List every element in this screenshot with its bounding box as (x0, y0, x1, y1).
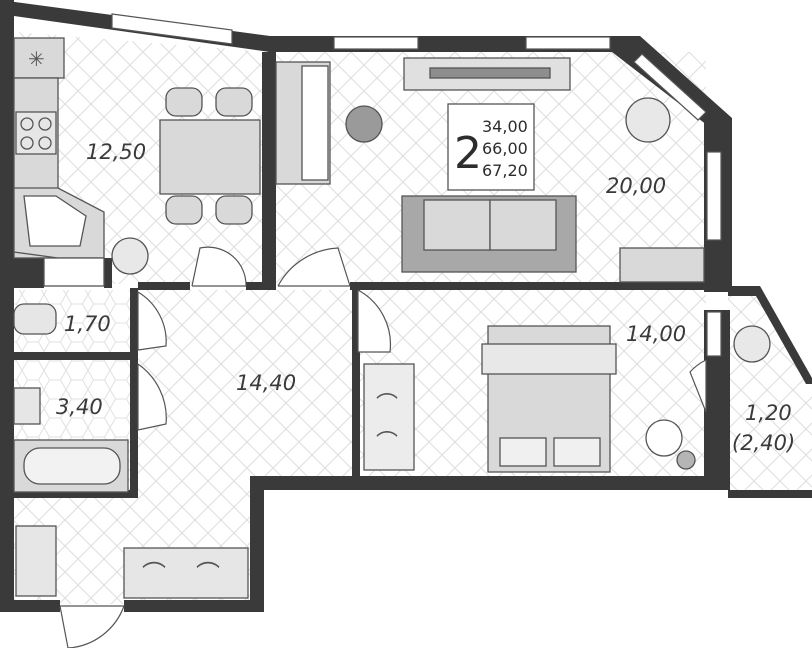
chair (215, 87, 253, 117)
plant-icon (111, 237, 149, 275)
entry-door (59, 605, 125, 648)
plant-icon (625, 97, 671, 143)
washbasin (13, 387, 41, 425)
area-labels: 12,50 20,00 1,70 3,40 14,40 14,00 1,20 (… (56, 140, 795, 455)
entry-wardrobe (123, 547, 249, 599)
living-room-furniture (275, 57, 705, 283)
wardrobe (363, 363, 415, 471)
rooms-count: 2 (454, 128, 482, 179)
windows (111, 13, 722, 357)
hanger-icon: ⌒ (196, 561, 220, 588)
tv (429, 67, 551, 79)
fridge (13, 37, 65, 79)
bedroom-area: 14,00 (626, 322, 686, 346)
bedroom-door (357, 289, 392, 353)
chair (165, 87, 203, 117)
toilet-door (137, 291, 167, 351)
bathroom-area: 3,40 (56, 395, 103, 419)
doors (59, 246, 707, 648)
living-window-side (706, 151, 722, 241)
bedroom-furniture: ⌒ ⌒ (363, 325, 696, 473)
kitchen-furniture: ✳ (13, 37, 261, 287)
balcony-furniture (733, 325, 771, 363)
living-door (277, 247, 351, 287)
chair (165, 195, 203, 225)
hob (15, 111, 57, 155)
pillow (499, 437, 547, 467)
balcony-area-full: (2,40) (732, 431, 795, 455)
sink-basin (23, 195, 87, 247)
kitchen-door (191, 246, 247, 287)
chair (215, 195, 253, 225)
apartment-badge (447, 103, 535, 191)
bathroom-door (137, 363, 167, 431)
plant-icon (733, 325, 771, 363)
living-room-area: 20,00 (606, 174, 666, 198)
toilet-area: 1,70 (64, 312, 111, 336)
balcony-area: 1,20 (745, 401, 792, 425)
burner-icon (38, 117, 52, 131)
toilet (13, 303, 57, 335)
bed-blanket (481, 343, 617, 375)
stool (345, 105, 383, 143)
balcony-door (689, 359, 707, 413)
living-window-left (333, 36, 419, 50)
burner-icon (38, 136, 52, 150)
hanger-icon: ⌒ (142, 561, 166, 588)
snowflake-icon: ✳ (28, 49, 45, 71)
plant-pot (676, 450, 696, 470)
wet-room-furniture (13, 303, 129, 493)
living-window-right (525, 36, 611, 50)
bathtub-basin (23, 447, 121, 485)
kitchen-window (111, 13, 233, 45)
dining-table (159, 119, 261, 195)
hallway-floor (138, 290, 358, 604)
living-area-value: 34,00 (482, 117, 528, 136)
bedroom-window (706, 311, 722, 357)
hanger-icon: ⌒ (376, 392, 398, 417)
shoe-mat (15, 525, 57, 597)
burner-icon (20, 136, 34, 150)
hanger-icon: ⌒ (376, 430, 398, 455)
kitchen-area: 12,50 (86, 140, 146, 164)
hallway-furniture: ⌒ ⌒ (15, 525, 249, 599)
living-window-bevel (633, 53, 707, 121)
shelf (43, 257, 105, 287)
piano-keys (301, 65, 329, 181)
pillow (553, 437, 601, 467)
bookshelf (619, 247, 705, 283)
sofa-cushion (423, 199, 491, 251)
total-with-balcony-value: 67,20 (482, 161, 528, 180)
total-area-value: 66,00 (482, 139, 528, 158)
apartment-summary: 2 34,00 66,00 67,20 (454, 117, 528, 180)
burner-icon (20, 117, 34, 131)
plant-icon (645, 419, 683, 457)
hallway-area: 14,40 (236, 371, 296, 395)
sofa-cushion (489, 199, 557, 251)
